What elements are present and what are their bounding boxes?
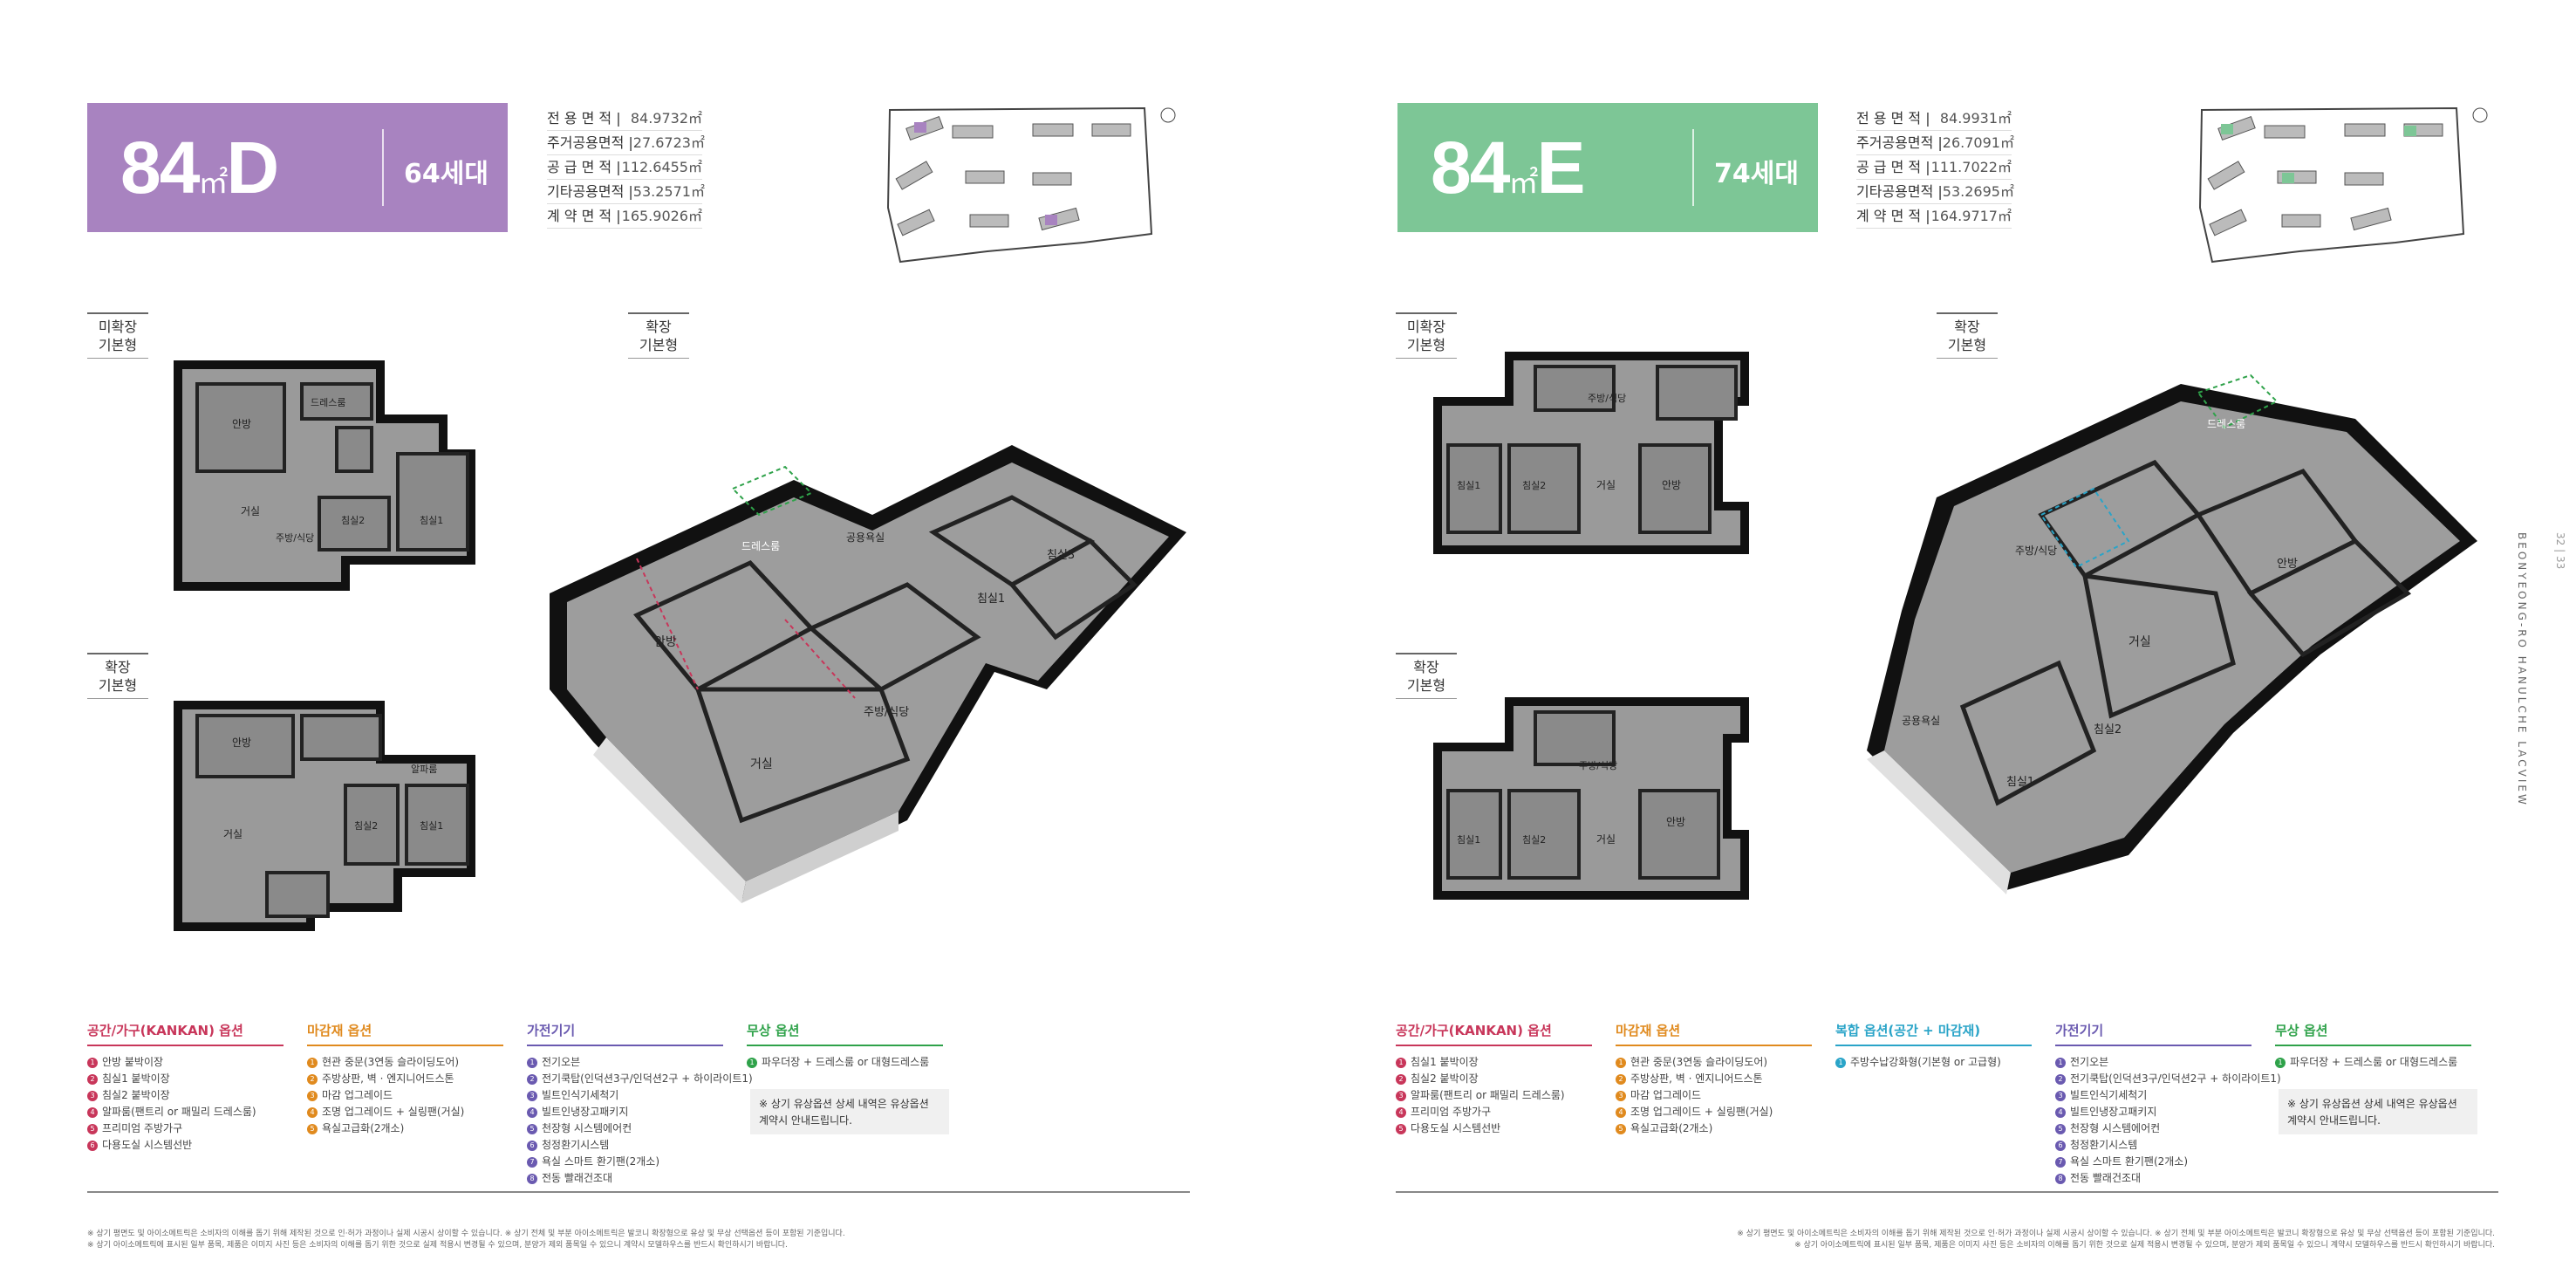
floorplan-unexpanded-84d: 안방 드레스룸 거실 주방/식당 침실1 침실2 <box>174 360 475 591</box>
svg-text:침실1: 침실1 <box>977 593 1005 606</box>
tag-expanded-84d: 확장 기본형 <box>628 312 689 359</box>
svg-text:침실3: 침실3 <box>1047 549 1075 562</box>
svg-text:주방/식당: 주방/식당 <box>864 706 909 719</box>
site-key-map <box>2198 106 2488 264</box>
svg-text:거실: 거실 <box>1596 833 1616 846</box>
side-brand-text: BEONYEONG-RO HANULCHE LACVIEW <box>2516 532 2528 807</box>
svg-text:침실2: 침실2 <box>1522 480 1546 491</box>
svg-text:안방: 안방 <box>1666 816 1685 828</box>
svg-text:안방: 안방 <box>1662 479 1681 491</box>
household-count: 64세대 <box>404 159 489 189</box>
svg-text:주방/식당: 주방/식당 <box>276 532 314 544</box>
divider-right <box>1396 1191 2498 1193</box>
tag-expanded-small-84e: 확장 기본형 <box>1396 653 1457 699</box>
tag-expanded-small-84d: 확장 기본형 <box>87 653 148 699</box>
svg-text:주방/식당: 주방/식당 <box>2015 545 2057 557</box>
svg-text:공용욕실: 공용욕실 <box>1902 715 1940 727</box>
svg-text:침실1: 침실1 <box>1457 834 1480 846</box>
svg-text:거실: 거실 <box>1596 479 1616 491</box>
type-banner-84e: 84㎡E 74세대 <box>1397 103 1818 232</box>
option-note-84d: ※ 상기 유상옵션 상세 내역은 유상옵션 계약시 안내드립니다. <box>750 1089 949 1134</box>
svg-text:주방/식당: 주방/식당 <box>1588 393 1626 404</box>
svg-text:침실2: 침실2 <box>341 515 365 526</box>
svg-text:안방: 안방 <box>232 736 251 749</box>
area-table-84e: 전 용 면 적 |84.9931㎡ 주거공용면적 |26.7091㎡ 공 급 면… <box>1856 106 2014 229</box>
svg-text:침실2: 침실2 <box>1522 834 1546 846</box>
type-banner-84d: 84㎡D 64세대 <box>87 103 508 232</box>
svg-text:안방: 안방 <box>232 418 251 430</box>
svg-text:거실: 거실 <box>750 757 773 771</box>
divider-left <box>87 1191 1190 1193</box>
svg-text:침실1: 침실1 <box>2006 776 2034 789</box>
svg-text:드레스룸: 드레스룸 <box>741 540 780 552</box>
floorplan-unexpanded-84e: 침실1 침실2 거실 안방 주방/식당 <box>1433 352 1749 554</box>
svg-text:침실2: 침실2 <box>2094 723 2122 736</box>
isometric-view-84e: 거실 안방 침실1 침실2 주방/식당 공용욕실 드레스룸 <box>1867 373 2477 894</box>
page-numbers: 32 | 33 <box>2554 532 2566 570</box>
type-size: 84㎡E <box>1431 127 1585 209</box>
svg-text:침실1: 침실1 <box>420 515 443 526</box>
area-table-84d: 전 용 면 적 |84.9732㎡ 주거공용면적 |27.6723㎡ 공 급 면… <box>547 106 705 229</box>
svg-text:침실1: 침실1 <box>420 820 443 832</box>
svg-text:공용욕실: 공용욕실 <box>846 531 885 544</box>
svg-text:침실1: 침실1 <box>1457 480 1480 491</box>
fine-print-left: ※ 상기 평면도 및 아이소메트릭은 소비자의 이해를 돕기 위해 제작된 것으… <box>87 1230 845 1250</box>
floorplan-expanded-small-84d: 안방 거실 침실2 침실1 알파룸 <box>174 701 475 931</box>
svg-text:안방: 안방 <box>2277 558 2298 571</box>
tag-unexpanded-84e: 미확장 기본형 <box>1396 312 1457 359</box>
svg-text:드레스룸: 드레스룸 <box>2207 418 2245 430</box>
site-key-map <box>886 106 1176 264</box>
tag-unexpanded-84d: 미확장 기본형 <box>87 312 148 359</box>
floorplan-expanded-small-84e: 침실1 침실2 거실 안방 주방/식당 <box>1433 697 1749 900</box>
tag-expanded-84e: 확장 기본형 <box>1937 312 1998 359</box>
option-note-84e: ※ 상기 유상옵션 상세 내역은 유상옵션 계약시 안내드립니다. <box>2279 1089 2477 1134</box>
svg-text:알파룸: 알파룸 <box>411 763 437 775</box>
isometric-view-84d: 안방 거실 주방/식당 침실1 침실3 드레스룸 공용욕실 <box>550 445 1186 903</box>
svg-text:주방/식당: 주방/식당 <box>1579 760 1617 771</box>
svg-text:거실: 거실 <box>223 828 243 840</box>
fine-print-right: ※ 상기 평면도 및 아이소메트릭은 소비자의 이해를 돕기 위해 제작된 것으… <box>1737 1230 2495 1250</box>
type-size: 84㎡D <box>120 127 279 209</box>
svg-text:침실2: 침실2 <box>354 820 378 832</box>
svg-text:안방: 안방 <box>654 635 677 649</box>
household-count: 74세대 <box>1714 159 1799 189</box>
svg-text:거실: 거실 <box>2128 635 2151 649</box>
svg-text:거실: 거실 <box>241 505 260 517</box>
svg-text:드레스룸: 드레스룸 <box>311 397 345 408</box>
